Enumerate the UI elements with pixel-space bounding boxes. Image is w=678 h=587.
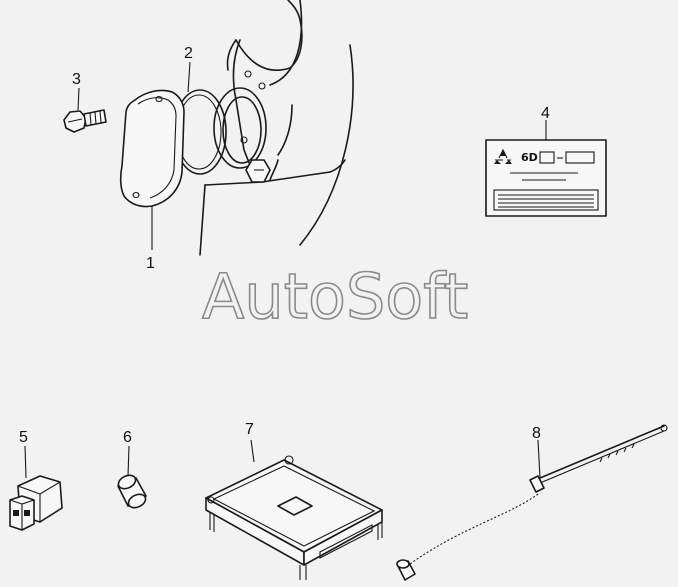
engine-housing	[199, 0, 354, 256]
sensor-chain-part-8	[396, 424, 668, 581]
callouts: 1 2 3 4 5 6 7 8	[19, 45, 550, 446]
callout-8: 8	[532, 425, 541, 442]
callout-7: 7	[245, 421, 254, 438]
bolt-part-3	[63, 109, 107, 133]
watermark: AutoSoft	[202, 260, 468, 333]
callout-2: 2	[184, 45, 193, 62]
callout-6: 6	[123, 429, 132, 446]
cap-part-6	[117, 474, 147, 509]
callout-5: 5	[19, 429, 28, 446]
connector-part-5	[9, 475, 63, 531]
label-plate-part-4: 6D	[485, 139, 607, 217]
label-plate-text: 6D	[521, 151, 538, 164]
cover-plate-part-1	[119, 89, 185, 208]
leader-lines	[24, 61, 547, 479]
callout-1: 1	[146, 255, 155, 272]
callout-4: 4	[541, 105, 550, 122]
control-unit-part-7	[205, 455, 383, 580]
callout-3: 3	[72, 71, 81, 88]
